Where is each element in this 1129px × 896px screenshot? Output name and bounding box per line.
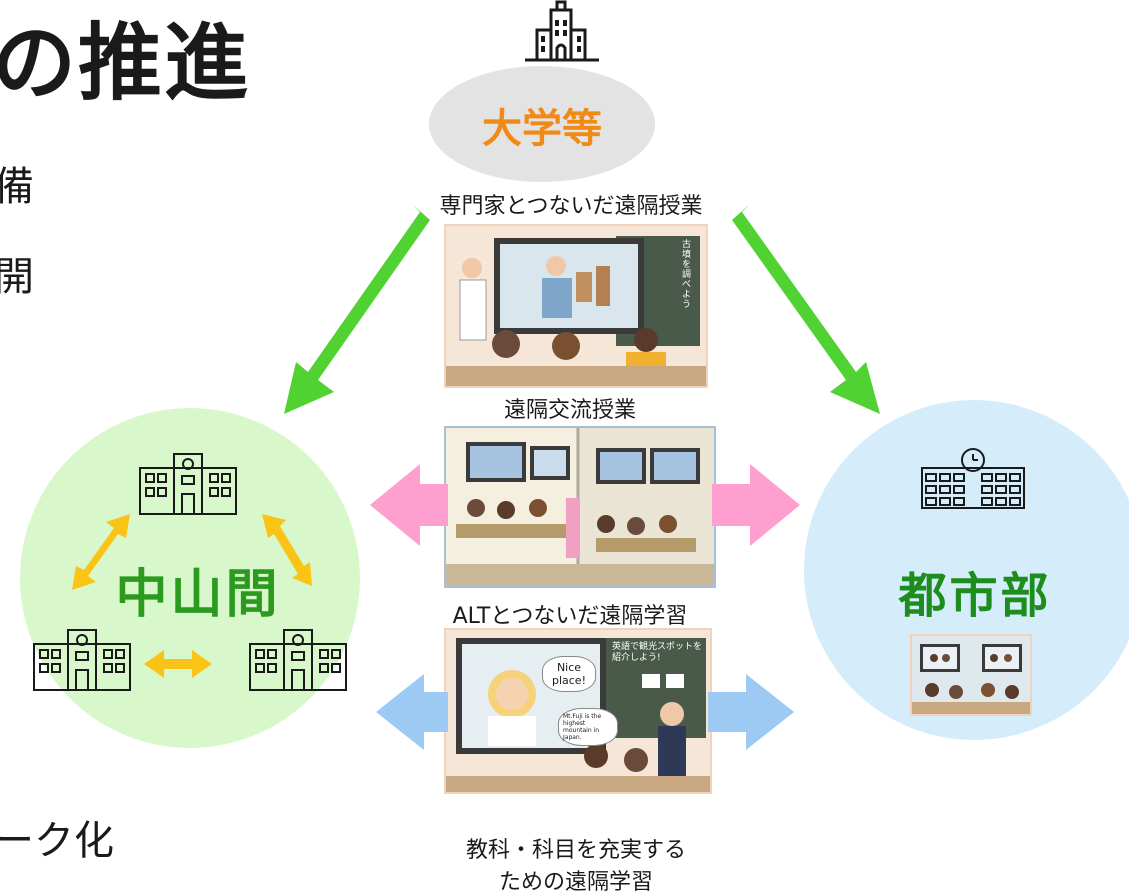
slide-line-fragment-2: 開 — [0, 254, 34, 300]
school-building-icon — [139, 453, 237, 515]
yellow-arrow-right-diagonal — [262, 514, 312, 586]
speech-bubble-mt-fuji: Mt.Fuji is the highest mountain in Japan… — [558, 708, 618, 746]
city-school-building-icon — [921, 448, 1025, 509]
university-node — [429, 66, 655, 182]
slide-title-fragment: の推進 — [0, 14, 251, 112]
rural-label: 中山間 — [115, 565, 281, 625]
speech-bubble-nice-place: Nice place! — [542, 656, 596, 692]
university-label: 大学等 — [482, 106, 602, 152]
slide-line-fragment-3: ーク化 — [0, 818, 114, 864]
blue-arrow-left — [376, 674, 448, 750]
yellow-arrow-horizontal — [144, 650, 212, 678]
caption-subject-line2: ための遠隔学習 — [498, 870, 653, 895]
university-building-icon — [525, 0, 599, 62]
urban-label: 都市部 — [898, 568, 1052, 624]
photo-urban-class — [910, 634, 1032, 716]
pink-arrow-right — [712, 464, 800, 546]
yellow-arrow-left-diagonal — [72, 514, 130, 590]
photo-expert-class: 古墳を調べよう — [444, 224, 708, 388]
photo-exchange-class — [444, 426, 716, 588]
caption-alt-learning: ALTとつないだ遠隔学習 — [452, 604, 688, 629]
caption-subject-line1: 教科・科目を充実する — [465, 838, 686, 863]
arrow-university-to-rural — [284, 204, 430, 414]
caption-exchange-class: 遠隔交流授業 — [503, 398, 636, 423]
blue-arrow-right — [708, 674, 794, 750]
school-building-icon — [249, 629, 347, 691]
pink-arrow-left — [370, 464, 448, 546]
photo-alt-learning: Nice place! Mt.Fuji is the highest mount… — [444, 628, 712, 794]
slide-line-fragment-1: 備 — [0, 164, 34, 210]
blackboard-alt-text: 英語で観光スポットを紹介しよう! — [612, 642, 703, 663]
caption-expert-class: 専門家とつないだ遠隔授業 — [439, 194, 703, 219]
arrow-university-to-urban — [732, 204, 880, 414]
school-building-icon — [33, 629, 131, 691]
blackboard-text: 古墳を調べよう — [682, 240, 692, 310]
